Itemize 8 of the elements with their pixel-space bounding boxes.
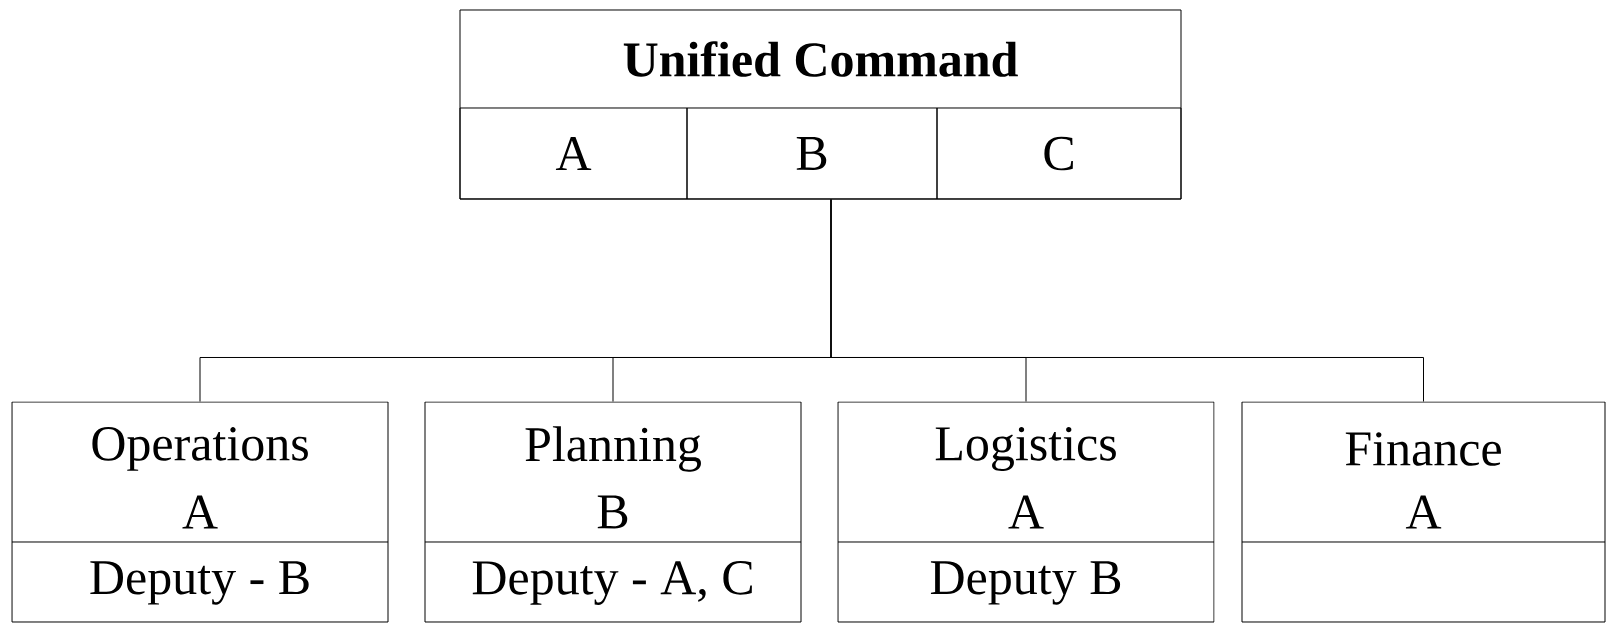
table-cell: B — [686, 107, 938, 200]
table-cell: C — [936, 107, 1182, 200]
section-box: Finance A — [1241, 401, 1606, 623]
table-cell: A — [459, 107, 688, 200]
section-box: Planning B Deputy - A, C — [424, 401, 802, 623]
section-box: Logistics A Deputy B — [837, 401, 1215, 623]
section-box: Operations A Deputy - B — [11, 401, 389, 623]
connector-line — [830, 199, 1424, 402]
